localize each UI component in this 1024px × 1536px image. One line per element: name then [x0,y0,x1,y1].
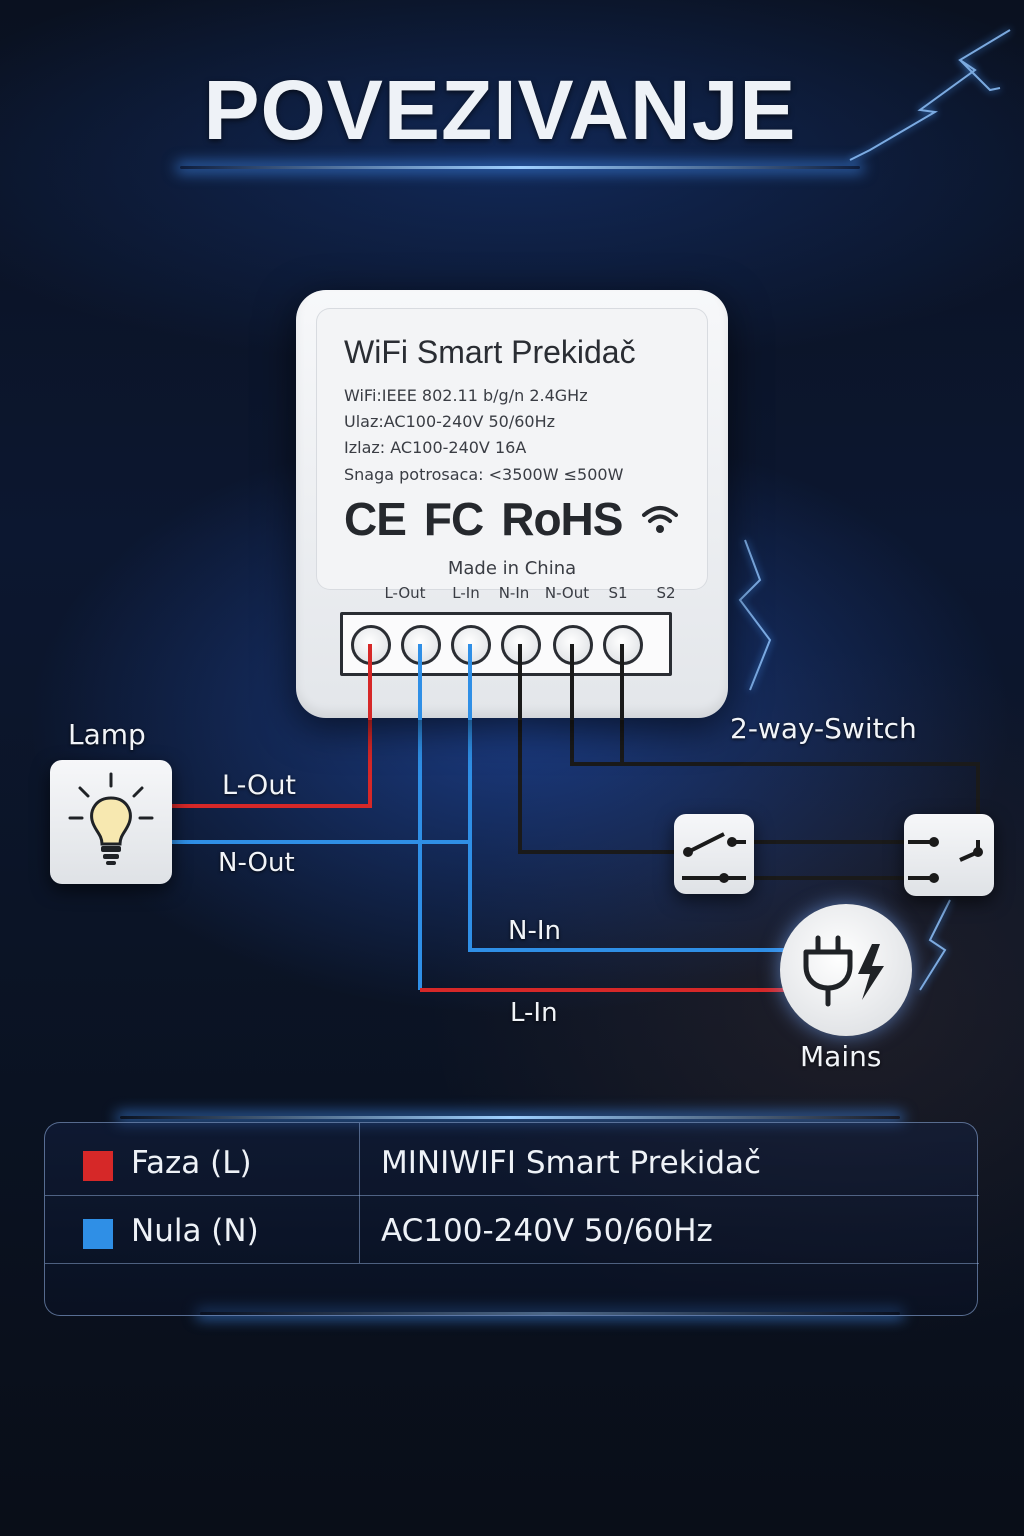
legend-value-phase: MINIWIFI Smart Prekidač [381,1145,762,1181]
neutral-swatch [83,1219,113,1249]
terminal-label-s1: S1 [608,584,628,602]
terminal-label-n-in: N-In [498,584,530,602]
lamp-card [50,760,172,884]
lightbulb-icon [68,772,154,865]
l-in-label: L-In [510,998,558,1028]
terminal-label-s2: S2 [656,584,676,602]
legend-row-divider-bottom [45,1263,979,1264]
legend-row-divider [45,1195,979,1196]
mains-circle [780,904,912,1036]
plug-lightning-icon [803,935,884,1007]
switch-label: 2-way-Switch [730,712,917,745]
terminal-label-l-out: L-Out [384,584,426,602]
two-way-switch-icon [682,832,746,883]
n-out-label: N-Out [218,848,295,878]
device-label-panel: WiFi Smart Prekidač WiFi:IEEE 802.11 b/g… [316,308,708,602]
legend-glow-top [120,1116,900,1119]
legend-column-divider [359,1123,360,1263]
made-in-label: Made in China [447,558,577,579]
smart-switch-device: WiFi Smart Prekidač WiFi:IEEE 802.11 b/g… [296,290,728,718]
rohs-mark: RoHS [501,493,623,545]
spec-power: Snaga potrosaca: <3500W ≤500W [344,465,624,484]
spec-input: Ulaz:AC100-240V 50/60Hz [344,412,556,431]
terminal-labels: L-Out L-In N-In N-Out S1 S2 [360,584,700,606]
two-way-switch-right [904,814,994,896]
certifications: CE FC RoHS [344,493,680,545]
two-way-switch-icon [908,837,983,883]
lamp-label: Lamp [68,718,146,751]
phase-swatch [83,1151,113,1181]
device-name: WiFi Smart Prekidač [344,334,636,370]
mains-label: Mains [800,1040,882,1073]
n-in-label: N-In [508,916,561,946]
wifi-icon [642,506,679,533]
legend-name-phase: Faza (L) [131,1145,252,1181]
terminal-label-l-in: L-In [452,584,480,602]
title-glow [180,166,860,169]
fcc-mark: FC [423,493,484,545]
legend-row-neutral: Nula (N) AC100-240V 50/60Hz [45,1195,979,1263]
legend-table: Faza (L) MINIWIFI Smart Prekidač Nula (N… [44,1122,979,1316]
terminal-label-n-out: N-Out [544,584,590,602]
page-title: POVEZIVANJE [203,63,797,157]
legend-row-phase: Faza (L) MINIWIFI Smart Prekidač [45,1127,979,1195]
legend-name-neutral: Nula (N) [131,1213,259,1249]
l-out-label: L-Out [222,770,297,801]
spec-wifi: WiFi:IEEE 802.11 b/g/n 2.4GHz [344,386,588,405]
spec-output: Izlaz: AC100-240V 16A [344,438,527,457]
two-way-switch-left [674,814,754,894]
ce-mark: CE [344,493,407,545]
legend-value-neutral: AC100-240V 50/60Hz [381,1213,713,1249]
wire-n-in [468,648,790,952]
